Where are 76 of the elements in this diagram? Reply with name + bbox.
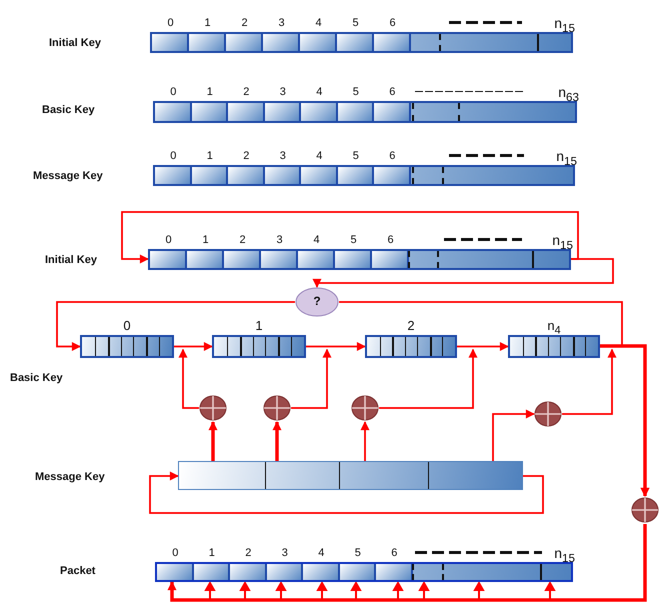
bit-index: 5 [349,234,358,246]
arrow [492,410,535,461]
bit-index: 1 [206,86,214,98]
arrow [272,421,282,461]
bit-index: 2 [242,86,250,98]
bit-index: 3 [275,234,284,246]
bit-index: 0 [171,547,180,559]
xor-symbol [199,394,227,422]
bit-index: 4 [312,234,321,246]
block-index: 0 [122,318,132,333]
row-label: Packet [60,565,96,577]
block-index: 1 [254,318,264,333]
arrow [600,344,650,497]
arrow [291,348,332,409]
block-index: 2 [406,318,416,333]
bit-index: 4 [317,547,326,559]
bit-index: 2 [238,234,247,246]
bit-index: 1 [208,547,216,559]
row-label: Basic Key [10,372,63,384]
bit-index: 4 [315,86,324,98]
bit-index: 5 [352,150,360,162]
row-label: Message Key [35,471,105,483]
row-label: Initial Key [45,254,97,266]
arrow [312,258,614,288]
arrow [178,348,199,409]
bit-index: 5 [351,17,360,29]
xor-symbol [351,394,379,422]
arrow [457,342,509,351]
bit-index: 1 [206,150,214,162]
bit-index: 3 [277,17,286,29]
bit-index: 6 [388,17,397,29]
arrow [562,348,616,415]
row-label: Initial Key [49,37,101,49]
arrow [56,301,295,351]
bit-index: 6 [390,547,398,559]
bit-index: 6 [388,86,396,98]
bit-index: n$_{15}$ [554,15,575,35]
arrow [208,421,218,461]
bit-index: 0 [169,86,178,98]
bit-index: 0 [166,17,175,29]
bit-index: 5 [352,86,360,98]
arrow [306,342,366,351]
bit-index: 1 [201,234,210,246]
question-ellipse [295,287,339,317]
bit-index: 2 [242,150,250,162]
bit-index: 0 [164,234,173,246]
bit-index: 4 [315,150,324,162]
bit-index: 6 [386,234,395,246]
bit-index: n$_{63}$ [558,84,579,104]
row-label: Basic Key [42,104,95,116]
arrow [174,342,213,351]
bit-index: 2 [240,17,249,29]
bit-index: 1 [203,17,212,29]
bit-index: n$_{15}$ [556,148,577,168]
bit-index: 4 [314,17,323,29]
bit-index: 5 [354,547,362,559]
xor-symbol [534,400,562,428]
bit-index: 3 [280,547,289,559]
arrow [168,524,647,602]
key-register-bar [178,461,523,490]
bit-index: 0 [169,150,178,162]
bit-index: 2 [244,547,252,559]
arrow [379,348,478,409]
arrow [121,211,579,264]
arrow [360,421,370,461]
arrow [149,472,544,514]
row-label: Message Key [33,170,103,182]
block-index: n$_{4}$ [546,318,562,337]
bit-index: 3 [278,150,287,162]
xor-symbol [631,496,659,524]
bit-index: 3 [278,86,287,98]
bit-index: 6 [388,150,396,162]
bit-index: n$_{15}$ [552,232,573,252]
xor-symbol [263,394,291,422]
bit-index: n$_{15}$ [554,545,575,565]
question-mark: ? [312,294,322,308]
